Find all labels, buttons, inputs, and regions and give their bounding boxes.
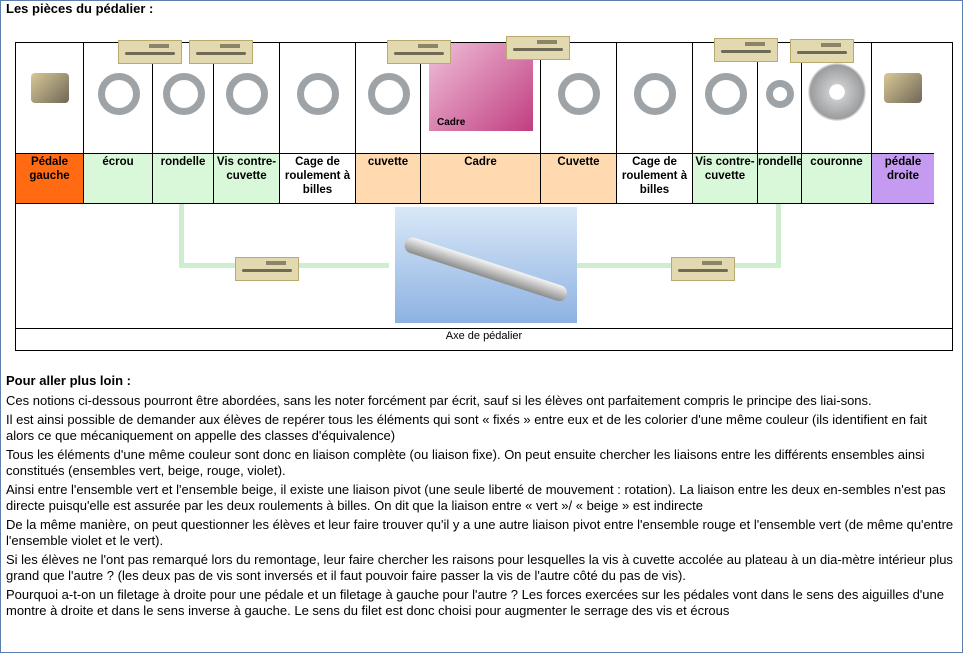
part-image	[808, 63, 866, 121]
wrench-icon	[118, 40, 182, 64]
part-label: rondelle	[153, 153, 214, 204]
wrench-icon	[189, 40, 253, 64]
paragraph: Ainsi entre l'ensemble vert et l'ensembl…	[6, 482, 946, 513]
part-label: Vis contre-cuvette	[214, 153, 280, 204]
part-image-cell	[758, 43, 802, 153]
part-label: cuvette	[356, 153, 421, 204]
part-image-cell	[872, 43, 934, 153]
paragraph: De la même manière, on peut questionner …	[6, 517, 954, 548]
wrench-icon	[714, 38, 778, 62]
wrench-icon	[387, 40, 451, 64]
part-image-cell	[280, 43, 356, 153]
part-image-cell	[84, 43, 153, 153]
part-image	[884, 73, 922, 103]
part-image	[634, 73, 676, 115]
part-label: Cage de roulement à billes	[617, 153, 693, 204]
wrench-icon	[506, 36, 570, 60]
paragraph: Tous les éléments d'une même couleur son…	[6, 447, 925, 478]
paragraph: Ces notions ci-dessous pourront être abo…	[6, 393, 872, 408]
part-image	[558, 73, 600, 115]
part-label: Vis contre-cuvette	[693, 153, 758, 204]
wrench-icon	[235, 257, 299, 281]
frame-label: Cadre	[437, 117, 466, 128]
part-image-cell	[214, 43, 280, 153]
part-label: rondelle	[758, 153, 803, 204]
part-label: écrou	[84, 153, 153, 204]
further-heading: Pour aller plus loin :	[6, 373, 131, 388]
part-image-cell	[153, 43, 214, 153]
part-image	[162, 73, 205, 115]
part-image-cell	[617, 43, 693, 153]
part-image	[297, 73, 339, 115]
part-image	[704, 73, 747, 115]
part-image	[226, 73, 268, 115]
page-title: Les pièces du pédalier :	[6, 1, 154, 16]
part-image-cell	[541, 43, 617, 153]
paragraph: Pourquoi a-t-on un filetage à droite pou…	[6, 587, 944, 618]
wrench-icon	[671, 257, 735, 281]
further-section: Pour aller plus loin : Ces notions ci-de…	[6, 373, 956, 622]
part-label: Pédale gauche	[16, 153, 84, 204]
part-image	[31, 73, 69, 103]
part-image	[367, 73, 410, 115]
part-image-cell	[356, 43, 421, 153]
link-line-left-vertical	[179, 204, 184, 268]
part-label: pédale droite	[872, 153, 934, 204]
paragraph: Si les élèves ne l'ont pas remarqué lors…	[6, 552, 953, 583]
part-label: couronne	[802, 153, 872, 204]
paragraph: Il est ainsi possible de demander aux él…	[6, 412, 927, 443]
axle-image	[395, 207, 577, 323]
part-label: Cage de roulement à billes	[280, 153, 356, 204]
part-label: Cuvette	[541, 153, 617, 204]
part-image-cell	[16, 43, 84, 153]
link-line-right-vertical	[776, 204, 781, 268]
part-image	[97, 73, 140, 115]
part-label: Cadre	[421, 153, 541, 204]
axle-caption: Axe de pédalier	[16, 328, 952, 351]
wrench-icon	[790, 39, 854, 63]
part-image	[766, 80, 794, 108]
part-image-cell	[802, 43, 872, 153]
part-image-cell	[693, 43, 758, 153]
